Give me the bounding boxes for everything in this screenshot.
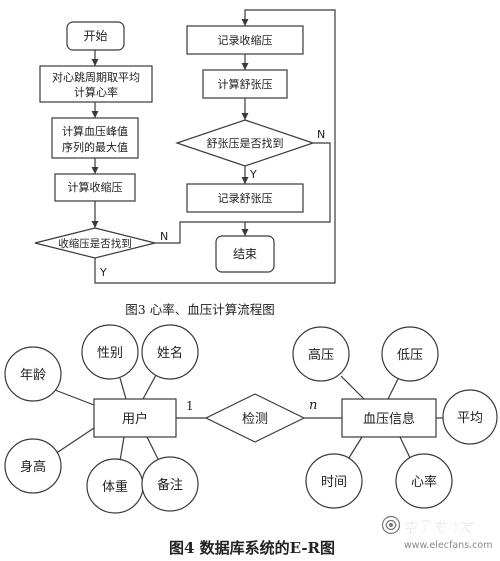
avg-rate-line2: 计算心率 (74, 85, 118, 99)
branch-label-n2: N (317, 128, 325, 141)
relation-detect-diamond (204, 393, 306, 443)
attr-time-ellipse (305, 453, 363, 509)
calc-systolic-box (54, 173, 136, 202)
peak-max-box (51, 117, 139, 159)
calc-diastolic-box (202, 69, 288, 99)
attr-gender-label: 性别 (97, 346, 123, 361)
entity-bp-box (341, 398, 437, 438)
systolic-found-label: 收缩压是否找到 (58, 237, 132, 250)
attr-age-ellipse (4, 346, 62, 402)
attr-age-label: 年龄 (20, 368, 46, 383)
er-link (340, 375, 365, 400)
end-terminal (215, 235, 275, 273)
cardinality-right: n (309, 398, 317, 413)
attr-heart-ellipse (395, 453, 453, 509)
attr-avg-ellipse (442, 389, 498, 445)
attr-heart-label: 心率 (411, 474, 437, 490)
er-link (387, 376, 400, 400)
branch-label-y1: Y (99, 266, 107, 279)
record-systolic-label: 记录收缩压 (218, 33, 273, 47)
flow-line-n2 (245, 142, 331, 223)
er-link (346, 436, 363, 462)
entity-user-label: 用户 (122, 411, 148, 427)
branch-label-n1: N (160, 230, 168, 243)
er-link (54, 427, 95, 455)
attr-high-label: 高压 (308, 347, 334, 363)
attr-name-ellipse (141, 324, 199, 380)
flow-line-n1 (155, 221, 249, 244)
watermark-logo-icon (381, 515, 401, 535)
attr-name-label: 姓名 (157, 345, 183, 361)
calc-diastolic-label: 计算舒张压 (218, 77, 273, 91)
fig3-caption: 图3 心率、血压计算流程图 (125, 302, 274, 317)
relation-detect-label: 检测 (242, 412, 268, 427)
attr-low-label: 低压 (397, 348, 423, 363)
calc-systolic-label: 计算收缩压 (68, 180, 123, 194)
entity-bp-label: 血压信息 (363, 411, 415, 427)
avg-rate-line1: 对心跳周期取平均 (52, 70, 140, 84)
er-link (54, 389, 95, 406)
entity-user-box (93, 398, 177, 438)
peak-max-line1: 计算血压峰值 (62, 124, 128, 138)
branch-label-y2: Y (249, 168, 257, 181)
record-diastolic-box (186, 183, 304, 213)
record-diastolic-label: 记录舒张压 (218, 191, 273, 205)
watermark-url: www.elecfans.com (404, 540, 492, 551)
er-link (146, 436, 160, 462)
attr-avg-label: 平均 (457, 411, 483, 426)
end-label: 结束 (233, 247, 257, 261)
attr-height-ellipse (4, 438, 62, 494)
attr-weight-label: 体重 (102, 479, 128, 495)
flowchart: 开始 对心跳周期取平均 计算心率 计算血压峰值 序列的最大值 计算收缩压 收缩压… (34, 9, 336, 284)
attr-note-label: 备注 (157, 477, 183, 493)
attr-time-label: 时间 (321, 475, 347, 490)
attr-gender-ellipse (81, 324, 139, 380)
diastolic-found-label: 舒张压是否找到 (207, 136, 284, 150)
er-link (119, 436, 125, 462)
attr-height-label: 身高 (20, 459, 46, 475)
watermark: 电子发烧友 www.elecfans.com (381, 515, 492, 551)
attr-high-ellipse (292, 326, 350, 382)
start-terminal (66, 21, 125, 51)
systolic-found-decision (34, 227, 156, 259)
cardinality-left: 1 (186, 399, 194, 413)
er-link (142, 374, 157, 400)
attr-note-ellipse (141, 456, 199, 512)
flow-loop-y1 (94, 9, 336, 284)
attr-low-ellipse (381, 326, 439, 382)
er-link (119, 377, 127, 400)
er-diagram: 年龄 性别 姓名 身高 体重 备注 用户 检测 1 n 血压信息 高压 低压 平… (4, 324, 498, 514)
peak-max-line2: 序列的最大值 (62, 140, 128, 154)
diastolic-found-decision (175, 119, 315, 167)
avg-rate-box (39, 65, 153, 103)
record-systolic-box (186, 25, 304, 55)
fig4-caption: 图4 数据库系统的E-R图 (169, 539, 335, 557)
start-label: 开始 (83, 29, 107, 43)
watermark-name: 电子发烧友 (403, 519, 475, 536)
